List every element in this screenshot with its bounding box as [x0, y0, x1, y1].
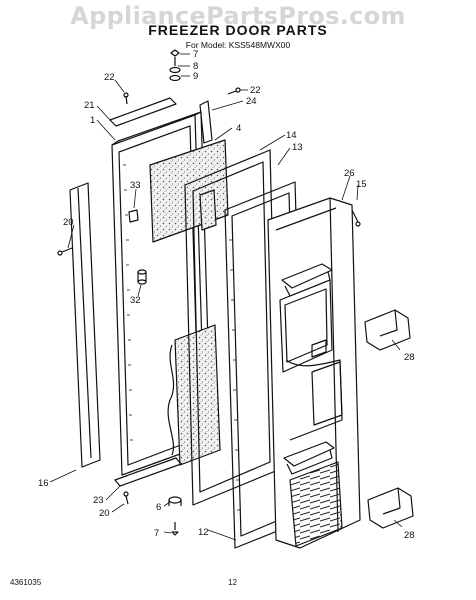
- callout-28: 28: [404, 352, 415, 363]
- callout-24: 24: [246, 96, 257, 107]
- callout-7: 7: [154, 528, 159, 539]
- part-hinge-7-8-9: [169, 49, 181, 82]
- part-screw-15: [351, 209, 361, 227]
- callout-7: 7: [193, 49, 198, 60]
- callout-9: 9: [193, 71, 198, 82]
- part-screw-22b: [227, 87, 241, 95]
- callout-32: 32: [130, 295, 141, 306]
- part-bracket-24: [199, 100, 213, 144]
- callout-33: 33: [130, 180, 141, 191]
- part-bottom-trim-23: [114, 457, 182, 487]
- callout-28: 28: [404, 530, 415, 541]
- part-shelf-cap-28-upper: [364, 309, 411, 351]
- part-screw-22a: [123, 92, 129, 105]
- callout-13: 13: [292, 142, 303, 153]
- part-top-trim-21: [109, 97, 177, 127]
- model-subtitle: For Model: KSS548MWX00: [185, 40, 291, 50]
- callout-16: 16: [38, 478, 49, 489]
- part-inner-liner-13: [267, 197, 361, 549]
- part-side-trim-16: [69, 182, 101, 468]
- callout-8: 8: [193, 61, 198, 72]
- diagram-title: FREEZER DOOR PARTS: [148, 22, 328, 38]
- callout-labels: 7 8 9 22 22 24 21 1 4 14 13 26 15 33 20 …: [38, 49, 415, 541]
- part-screw-20a: [57, 247, 73, 256]
- part-screw-20b: [123, 491, 129, 505]
- part-hinge-6-7: [168, 496, 182, 536]
- callout-20: 20: [99, 508, 110, 519]
- part-clip-33: [128, 209, 139, 223]
- callout-1: 1: [90, 115, 95, 126]
- document-code: 4361035: [10, 578, 42, 587]
- part-shelf-cap-28-lower: [367, 487, 414, 529]
- callout-14: 14: [286, 130, 297, 141]
- leader-lines: [49, 53, 403, 541]
- callout-4: 4: [236, 123, 241, 134]
- callout-6: 6: [156, 502, 161, 513]
- part-clip-32: [137, 269, 147, 285]
- callout-12: 12: [198, 527, 209, 538]
- callout-20: 20: [63, 217, 74, 228]
- page-number: 12: [228, 578, 237, 587]
- watermark: AppliancePartsPros.com: [70, 2, 406, 30]
- callout-15: 15: [356, 179, 367, 190]
- callout-21: 21: [84, 100, 95, 111]
- callout-26: 26: [344, 168, 355, 179]
- callout-23: 23: [93, 495, 104, 506]
- callout-22: 22: [104, 72, 115, 83]
- callout-22: 22: [250, 85, 261, 96]
- part-insulation-4: [149, 139, 229, 466]
